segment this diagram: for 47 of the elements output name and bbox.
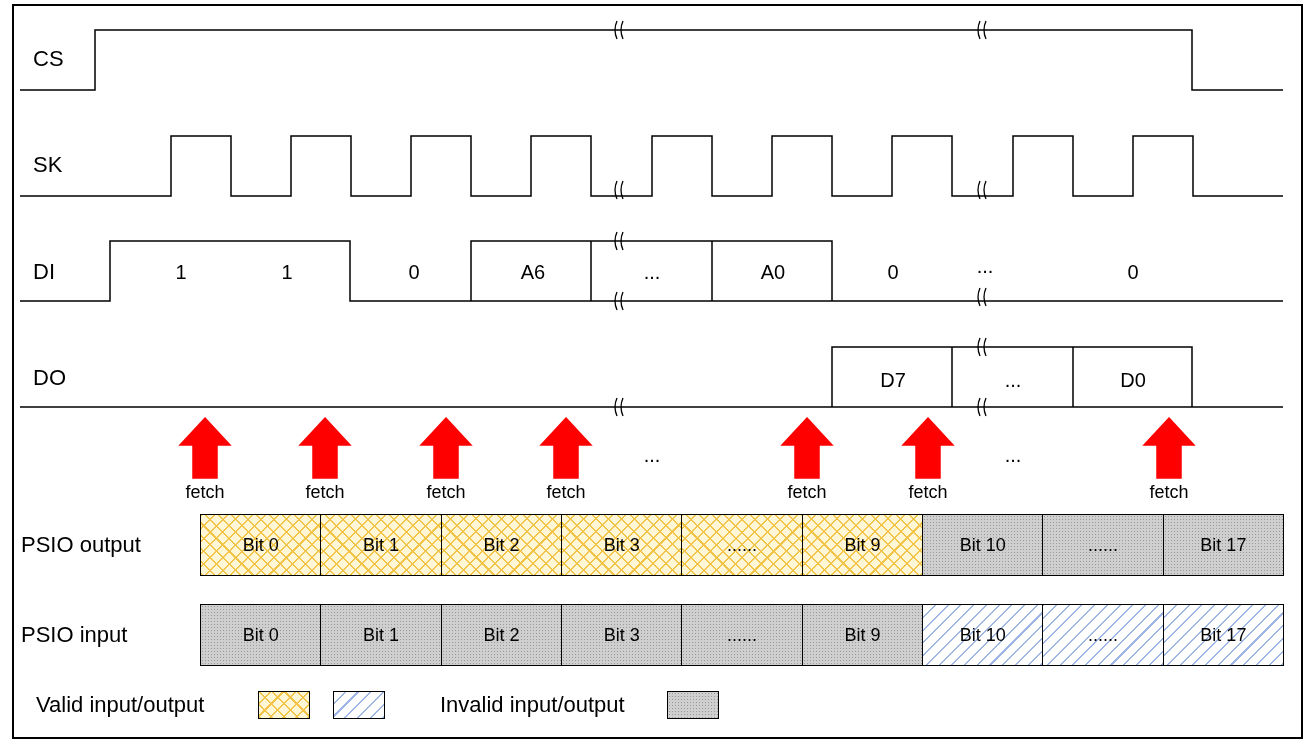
data-value: A0 bbox=[760, 261, 786, 283]
signal-name: DI bbox=[33, 259, 55, 285]
ellipsis: ... bbox=[1004, 444, 1022, 466]
row-heading: PSIO input bbox=[21, 622, 128, 648]
signal-name: CS bbox=[33, 46, 64, 72]
bit-cell: ...... bbox=[681, 514, 803, 576]
bit-cell: Bit 9 bbox=[801, 604, 924, 666]
signal-name: DO bbox=[33, 365, 66, 391]
fetch-label: fetch bbox=[1149, 483, 1189, 503]
bit-cell: Bit 3 bbox=[561, 604, 683, 666]
signal-name: SK bbox=[33, 152, 63, 178]
fetch-label: fetch bbox=[787, 483, 827, 503]
bit-cell: Bit 10 bbox=[921, 514, 1044, 576]
row-heading: PSIO output bbox=[21, 532, 141, 558]
bit-cell: Bit 17 bbox=[1162, 604, 1285, 666]
data-value: D7 bbox=[880, 369, 906, 391]
ellipsis: ... bbox=[1004, 369, 1022, 391]
fetch-label: fetch bbox=[426, 483, 466, 503]
legend-text: Valid input/output bbox=[36, 692, 205, 718]
bit-cell: Bit 0 bbox=[200, 514, 322, 576]
data-value: D0 bbox=[1120, 369, 1146, 391]
bit-cell: ...... bbox=[681, 604, 803, 666]
bit-cell: Bit 0 bbox=[200, 604, 322, 666]
bit-cell: Bit 2 bbox=[440, 514, 563, 576]
bit-cell: ...... bbox=[1042, 514, 1164, 576]
fetch-label: fetch bbox=[908, 483, 948, 503]
fetch-label: fetch bbox=[546, 483, 586, 503]
data-value: A6 bbox=[520, 261, 546, 283]
bit-cell: ...... bbox=[1042, 604, 1164, 666]
fetch-label: fetch bbox=[305, 483, 345, 503]
bit-cell: Bit 1 bbox=[320, 604, 442, 666]
fetch-label: fetch bbox=[185, 483, 225, 503]
data-value: 0 bbox=[408, 261, 420, 283]
bit-cell: Bit 9 bbox=[801, 514, 924, 576]
ellipsis: ... bbox=[976, 255, 994, 277]
bit-cell: Bit 1 bbox=[320, 514, 442, 576]
bit-cell: Bit 2 bbox=[440, 604, 563, 666]
data-value: 1 bbox=[281, 261, 293, 283]
data-value: 0 bbox=[1127, 261, 1139, 283]
legend-text: Invalid input/output bbox=[440, 692, 625, 718]
bit-cell: Bit 3 bbox=[561, 514, 683, 576]
bit-cell: Bit 17 bbox=[1162, 514, 1285, 576]
ellipsis: ... bbox=[643, 261, 661, 283]
data-value: 0 bbox=[887, 261, 899, 283]
data-value: 1 bbox=[175, 261, 187, 283]
ellipsis: ... bbox=[643, 444, 661, 466]
bit-cell: Bit 10 bbox=[921, 604, 1044, 666]
